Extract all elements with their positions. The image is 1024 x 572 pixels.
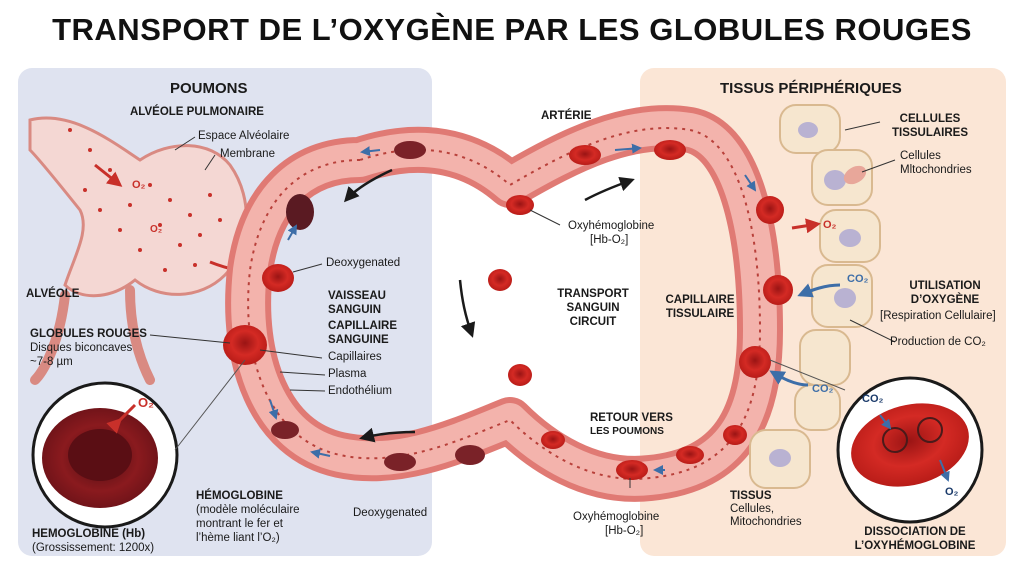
flow-arrows [268, 143, 757, 475]
artere-label: ARTÉRIE [541, 110, 592, 122]
hemo-desc-1: (modèle moléculaire [196, 504, 300, 516]
transport-circuit-label: TRANSPORT SANGUIN CIRCUIT [557, 288, 629, 328]
capillaire-tissulaire-label: CAPILLAIRE TISSULAIRE [665, 294, 735, 320]
o2-label: O₂ [823, 219, 837, 231]
endothelium-label: Endothélium [328, 385, 392, 397]
tissue-cells [749, 104, 881, 489]
tissus-mito-label: Mitochondries [730, 516, 802, 528]
alveole-pulmonaire-label: ALVÉOLE PULMONAIRE [130, 106, 264, 118]
vaisseau-sanguin-label: VAISSEAU SANGUIN [328, 290, 386, 316]
co2-label: CO₂ [847, 273, 869, 285]
hemoglobine-hb-label: HEMOGLOBINE (Hb) [32, 528, 146, 540]
lungs-heading: POUMONS [170, 80, 248, 97]
hemo-desc-2: montrant le fer et [196, 518, 283, 530]
plasma-label: Plasma [328, 368, 367, 380]
les-poumons-label: LES POUMONS [590, 426, 664, 437]
tissus-cellules-label: Cellules, [730, 503, 775, 515]
cellules-label: Cellules [900, 150, 941, 162]
respiration-label: [Respiration Cellulaire] [880, 310, 996, 322]
production-co2-label: Production de CO₂ [890, 336, 986, 348]
red-blood-cells [223, 140, 793, 480]
globules-rouges-label: GLOBULES ROUGES [30, 328, 147, 340]
page-title: TRANSPORT DE L’OXYGÈNE PAR LES GLOBULES … [52, 12, 972, 47]
o2-label: O₂ [945, 486, 959, 498]
o2-label: O₂ [150, 224, 162, 235]
oxyhemoglobine-top-label: Oxyhémoglobine [568, 220, 655, 232]
cellules-tissulaires-label: CELLULES TISSULAIRES [891, 113, 969, 139]
o2-label: O₂ [138, 395, 154, 410]
utilisation-label: UTILISATION D’OXYGÈNE [909, 280, 981, 306]
disques-label: Disques biconcaves [30, 342, 133, 354]
tissues-heading: TISSUS PÉRIPHÉRIQUES [720, 80, 902, 97]
leader-lines [149, 121, 896, 488]
mitochondries-label: Mltochondries [900, 164, 972, 176]
deoxygenated-top-label: Deoxygenated [326, 257, 401, 269]
hemo-desc-3: l’hème liant l’O₂) [196, 532, 280, 544]
oxyhemoglobine-bottom-label: Oxyhémoglobine [573, 511, 660, 523]
alveole-label: ALVÉOLE [26, 288, 80, 300]
membrane-label: Membrane [220, 148, 275, 160]
hb-o2-top-label: [Hb-O₂] [590, 234, 629, 246]
alveolus [28, 116, 265, 385]
espace-alveolaire-label: Espace Alvéolaire [198, 130, 290, 142]
o2-label: O₂ [132, 179, 146, 191]
capillaire-sanguine-label: CAPILLAIRE SANGUINE [328, 320, 397, 346]
co2-label: CO₂ [862, 393, 884, 405]
tissus-label: TISSUS [730, 490, 772, 502]
capillaires-label: Capillaires [328, 351, 382, 363]
hemoglobine-label: HÉMOGLOBINE [196, 490, 283, 502]
dissociation-label: DISSOCIATION DE L’OXYHÉMOGLOBINE [854, 526, 976, 552]
hb-o2-bottom-label: [Hb-O₂] [605, 525, 644, 537]
rbc-magnified [31, 359, 246, 529]
rbc-dissociation [769, 359, 984, 524]
retour-vers-label: RETOUR VERS [590, 412, 673, 424]
deoxygenated-bottom-label: Deoxygenated [353, 507, 428, 519]
grossissement-label: (Grossissement: 1200x) [32, 542, 155, 554]
size-label: ~7-8 µm [30, 356, 73, 368]
co2-label: CO₂ [812, 383, 834, 395]
